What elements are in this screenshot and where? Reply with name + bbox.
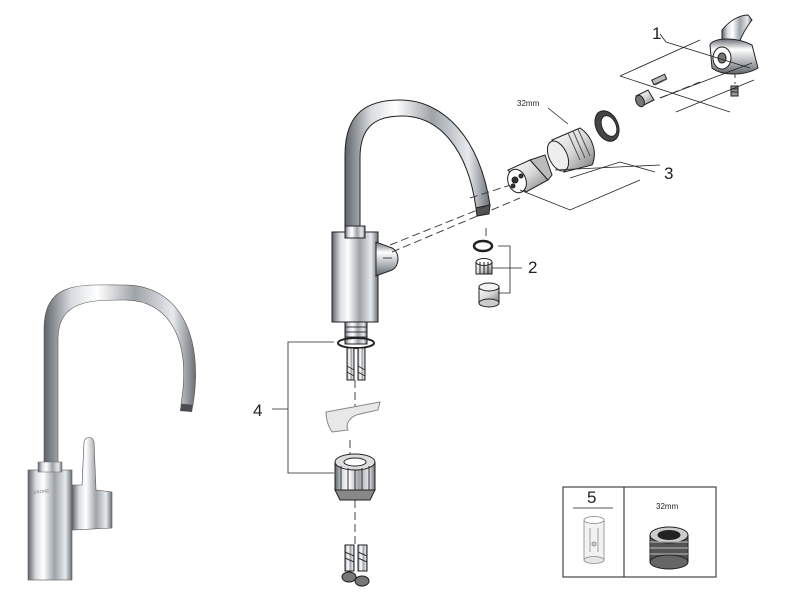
aerator-parts	[472, 239, 500, 308]
brand-logo: GROHE	[33, 488, 50, 495]
mounting-set	[325, 401, 381, 587]
set-screw	[730, 85, 739, 97]
assembly-lines	[349, 70, 736, 545]
faucet-body-photo	[27, 469, 73, 581]
spare-extension-sleeve	[583, 516, 605, 564]
callout-5: 5	[587, 488, 596, 507]
nut-size-label: 32mm	[517, 99, 540, 108]
cartridge	[507, 154, 553, 194]
mounting-nut	[334, 453, 376, 501]
callout-1: 1	[652, 24, 661, 43]
adapter-piece	[635, 89, 655, 108]
cartridge-assembly	[507, 89, 655, 194]
callout-3: 3	[664, 164, 673, 183]
leader-lines	[272, 33, 755, 474]
hose-fittings	[341, 544, 370, 587]
aerator-washer	[472, 239, 494, 253]
spare-threaded-nut	[649, 526, 689, 570]
faucet-drawing	[331, 99, 491, 381]
faucet-body-drawing	[331, 231, 379, 323]
aerator-insert	[475, 258, 493, 275]
base-oring	[337, 337, 375, 349]
callout-4: 4	[253, 401, 262, 420]
handle-screw	[651, 73, 668, 86]
spout-drawing	[344, 99, 491, 241]
spare-part-inset	[562, 486, 717, 578]
faucet-lever-photo	[71, 437, 113, 531]
horseshoe-washer	[325, 401, 381, 433]
cap-ring	[594, 110, 620, 142]
faucet-spout-photo	[43, 284, 196, 471]
lever-handle	[709, 14, 759, 75]
aerator-housing	[478, 282, 500, 308]
faucet-photo: GROHE	[27, 284, 196, 581]
callout-2: 2	[528, 258, 537, 277]
threaded-nut-32mm	[546, 127, 595, 173]
spare-nut-size-label: 32mm	[656, 502, 679, 511]
